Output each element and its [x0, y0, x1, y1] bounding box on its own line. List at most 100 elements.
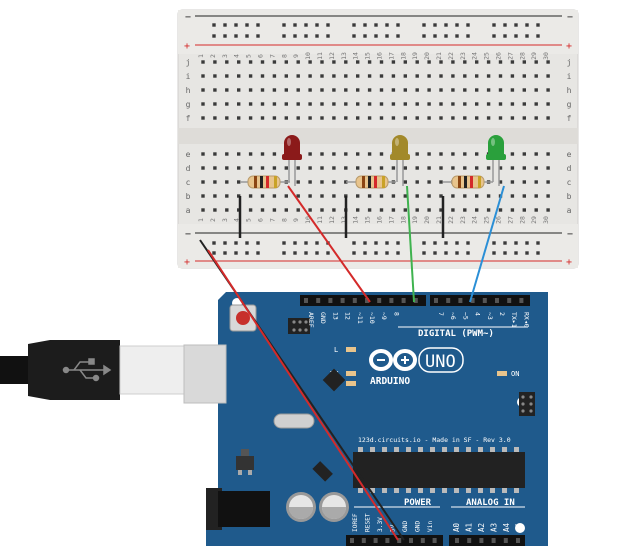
- breadboard-hole: [391, 60, 396, 64]
- row-letter: h: [567, 86, 572, 95]
- breadboard-hole: [522, 74, 526, 78]
- rail-hole: [282, 34, 286, 38]
- rail-hole: [374, 34, 378, 38]
- rail-hole: [433, 23, 437, 27]
- power-pin-label: 3.3V: [377, 517, 384, 532]
- atmega-chip: [353, 452, 525, 488]
- rail-hole: [525, 251, 529, 255]
- top-rail-minus-right: −: [567, 12, 573, 23]
- rail-hole: [363, 34, 367, 38]
- column-number: 18: [399, 52, 407, 60]
- breadboard-hole: [308, 102, 312, 106]
- breadboard-hole: [320, 116, 324, 120]
- breadboard-hole: [403, 102, 407, 106]
- breadboard-hole: [403, 74, 407, 78]
- rail-hole: [385, 251, 389, 255]
- rail-hole: [385, 34, 389, 38]
- breadboard-hole: [486, 74, 491, 78]
- rail-hole: [536, 241, 540, 245]
- breadboard-hole: [439, 102, 443, 106]
- digital-pin-label: TX▸1: [510, 312, 518, 328]
- rail-hole: [212, 251, 216, 255]
- digital-pin-label: 8: [392, 312, 400, 316]
- rail-hole: [223, 251, 227, 255]
- row-letter: i: [567, 72, 572, 81]
- breadboard-hole: [272, 208, 277, 212]
- breadboard-hole: [356, 194, 360, 198]
- breadboard-hole: [451, 88, 455, 92]
- breadboard-hole: [332, 88, 336, 92]
- breadboard-hole: [439, 60, 443, 64]
- rail-hole: [396, 251, 400, 255]
- breadboard-hole: [463, 166, 467, 170]
- voltage-regulator: [236, 449, 254, 475]
- usb-icon: [62, 358, 112, 382]
- rail-hole: [223, 34, 227, 38]
- breadboard-hole: [308, 116, 312, 120]
- breadboard-hole: [546, 166, 550, 170]
- rail-hole: [536, 34, 540, 38]
- breadboard-hole: [225, 208, 229, 212]
- column-number: 28: [518, 216, 526, 224]
- breadboard-hole: [391, 208, 396, 212]
- rail-hole: [374, 23, 378, 27]
- breadboard-hole: [510, 194, 515, 198]
- bottom-rail-plus-left: +: [184, 257, 190, 268]
- breadboard-hole: [248, 152, 253, 156]
- breadboard-hole: [546, 88, 550, 92]
- breadboard-hole: [486, 60, 491, 64]
- analog-pin-label: A5: [515, 523, 524, 532]
- breadboard-hole: [201, 180, 205, 184]
- row-letter: a: [567, 206, 572, 215]
- breadboard-hole: [546, 180, 550, 184]
- rail-hole: [503, 241, 507, 245]
- column-number: 21: [435, 52, 443, 60]
- breadboard-hole: [344, 152, 348, 156]
- breadboard-hole: [415, 208, 419, 212]
- rail-hole: [293, 23, 297, 27]
- rail-hole: [352, 34, 356, 38]
- breadboard-hole: [356, 88, 360, 92]
- breadboard-hole: [296, 74, 300, 78]
- breadboard-hole: [356, 74, 360, 78]
- breadboard-hole: [320, 102, 324, 106]
- breadboard-hole: [498, 60, 503, 64]
- rail-hole: [304, 23, 308, 27]
- analog-label: ANALOG IN: [466, 498, 515, 508]
- row-letter: b: [186, 192, 191, 201]
- breadboard-hole: [475, 152, 479, 156]
- breadboard-hole: [463, 208, 467, 212]
- rail-hole: [396, 23, 400, 27]
- row-letter: g: [186, 100, 191, 109]
- breadboard-hole: [415, 166, 419, 170]
- breadboard-hole: [332, 74, 336, 78]
- breadboard-hole: [475, 102, 479, 106]
- breadboard-hole: [201, 60, 205, 64]
- breadboard-hole: [427, 166, 431, 170]
- analog-header: [449, 535, 525, 546]
- breadboard-hole: [510, 116, 515, 120]
- usb-cable: [0, 340, 227, 404]
- uno-badge: [418, 347, 464, 373]
- column-number: 26: [495, 216, 503, 224]
- green-led: [486, 135, 506, 186]
- rail-hole: [514, 34, 518, 38]
- digital-pin-label: ~6: [449, 312, 457, 320]
- rail-hole: [282, 241, 286, 245]
- column-number: 27: [506, 52, 514, 60]
- breadboard-hole: [296, 88, 300, 92]
- digital-pin-label: ~9: [380, 312, 388, 320]
- breadboard-hole: [415, 194, 419, 198]
- crystal-oscillator: [273, 413, 315, 429]
- rail-hole: [492, 34, 496, 38]
- breadboard-hole: [415, 102, 419, 106]
- breadboard-hole: [427, 152, 431, 156]
- breadboard-hole: [463, 60, 467, 64]
- column-number: 21: [435, 216, 443, 224]
- breadboard-hole: [486, 102, 491, 106]
- reset-button-cap[interactable]: [236, 311, 250, 325]
- breadboard-hole: [451, 74, 455, 78]
- breadboard-hole: [510, 102, 515, 106]
- breadboard-hole: [522, 166, 526, 170]
